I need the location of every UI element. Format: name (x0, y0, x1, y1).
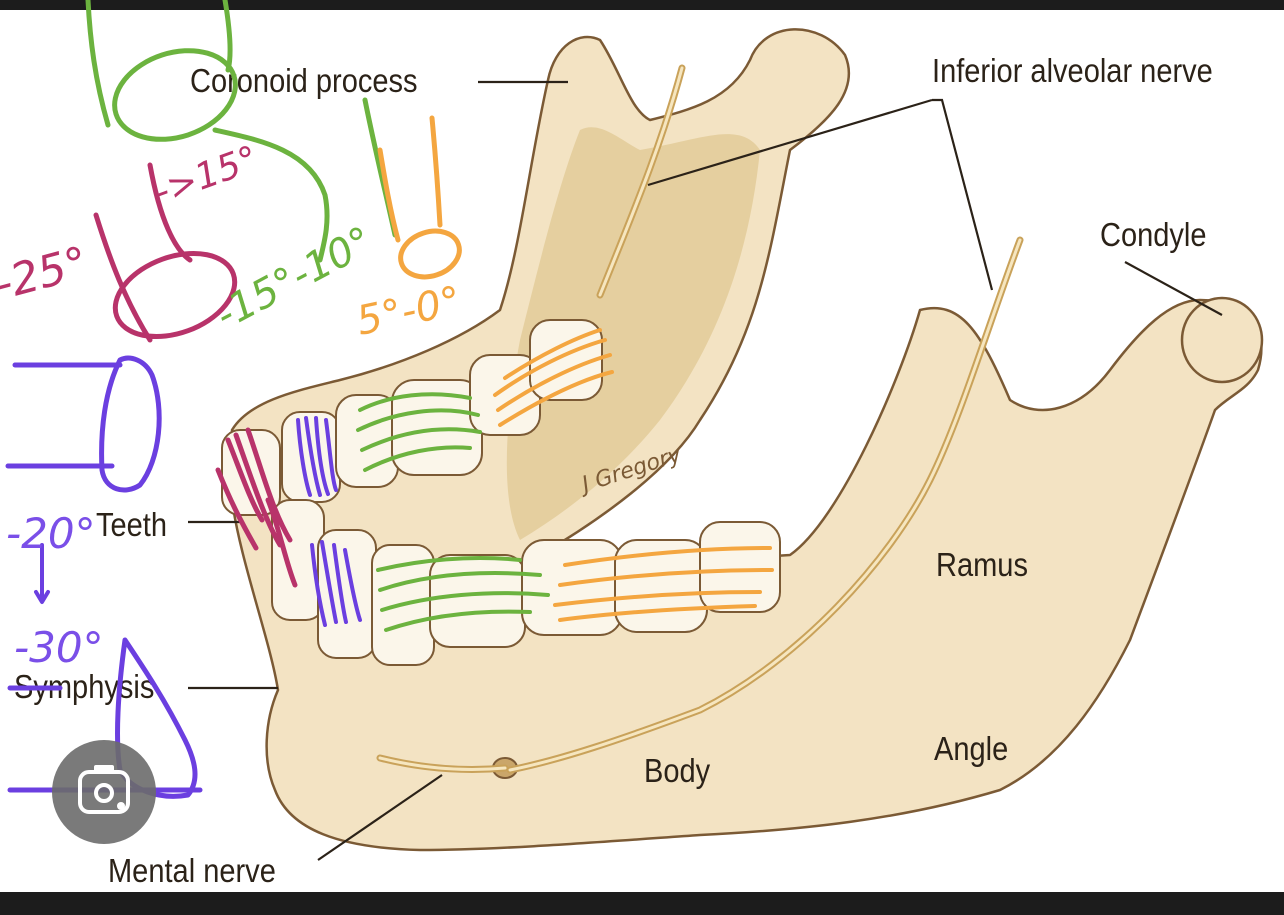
lens-button[interactable] (52, 740, 156, 844)
label-angle: Angle (934, 730, 1008, 767)
tooth (317, 529, 377, 659)
label-condyle: Condyle (1100, 216, 1207, 253)
tooth (429, 554, 526, 648)
tooth (699, 521, 781, 613)
label-mental-nerve: Mental nerve (108, 852, 276, 889)
label-inferior-alveolar-nerve: Inferior alveolar nerve (932, 52, 1213, 89)
label-body: Body (644, 752, 711, 789)
nerves (376, 64, 1024, 774)
label-teeth: Teeth (96, 506, 167, 543)
label-ramus: Ramus (936, 546, 1028, 583)
label-coronoid-process: Coronoid process (190, 62, 418, 99)
labels: Coronoid process Inferior alveolar nerve… (14, 52, 1213, 889)
tooth (521, 539, 623, 636)
leader-lines (188, 80, 1223, 861)
bottom-bar (0, 892, 1284, 915)
purple-bottom-note: -30° (14, 623, 104, 672)
purple-top-note: -20° (6, 509, 96, 558)
camera-lens-icon (78, 765, 130, 814)
